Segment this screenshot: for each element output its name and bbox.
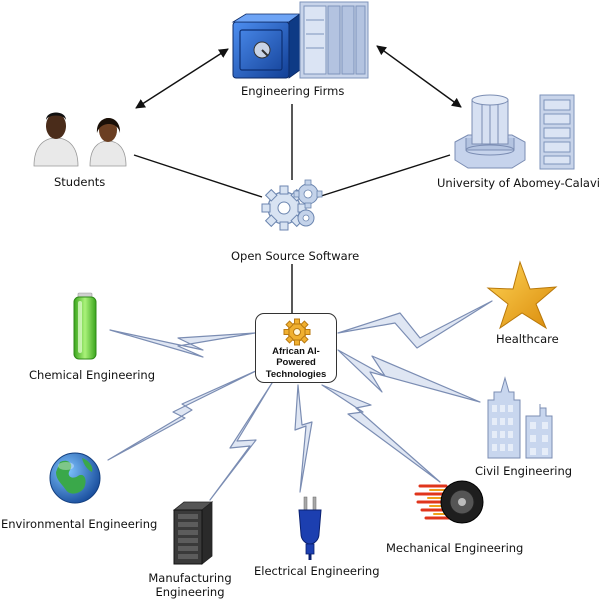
bolt-healthcare [337,300,493,349]
electrical-label: Electrical Engineering [254,564,380,578]
building-icon [454,94,526,169]
civil-label: Civil Engineering [475,464,573,478]
server-rack-icon [539,94,575,170]
gears-icon [261,179,323,231]
bolt-environmental [107,369,259,461]
center-label: African AI-Powered Technologies [265,346,327,380]
server-rack-icon [299,1,369,79]
bolt-mechanical [321,384,441,483]
gear-icon [283,318,311,346]
lightning-bolts [107,300,493,501]
chemical-label: Chemical Engineering [29,368,156,382]
mechanical-label: Mechanical Engineering [386,541,524,555]
healthcare-label: Healthcare [496,332,559,346]
plug-icon [298,496,322,560]
university-label: University of Abomey-Calavi [437,176,600,190]
arrow-firms-university [376,45,462,108]
tire-icon [414,480,484,524]
star-icon [486,260,558,330]
bolt-manufacturing [209,382,273,501]
server-cabinet-icon [172,501,214,565]
manufacturing-label: Manufacturing Engineering [148,571,232,600]
engineering-firms-label: Engineering Firms [241,84,345,98]
connection-lines [133,45,462,313]
bolt-chemical [109,329,256,358]
bolt-electrical [294,384,313,493]
skyscrapers-icon [487,376,553,459]
line-students-oss [133,154,263,198]
arrow-firms-students [135,48,229,109]
environmental-label: Environmental Engineering [1,517,158,531]
battery-icon [73,292,97,360]
students-label: Students [54,175,106,189]
bolt-civil [337,349,481,403]
globe-icon [49,452,101,504]
line-university-oss [317,154,451,198]
people-icon [33,112,127,167]
safe-icon [231,13,302,79]
center-node: African AI-Powered Technologies [255,313,337,383]
open-source-label: Open Source Software [231,249,360,263]
